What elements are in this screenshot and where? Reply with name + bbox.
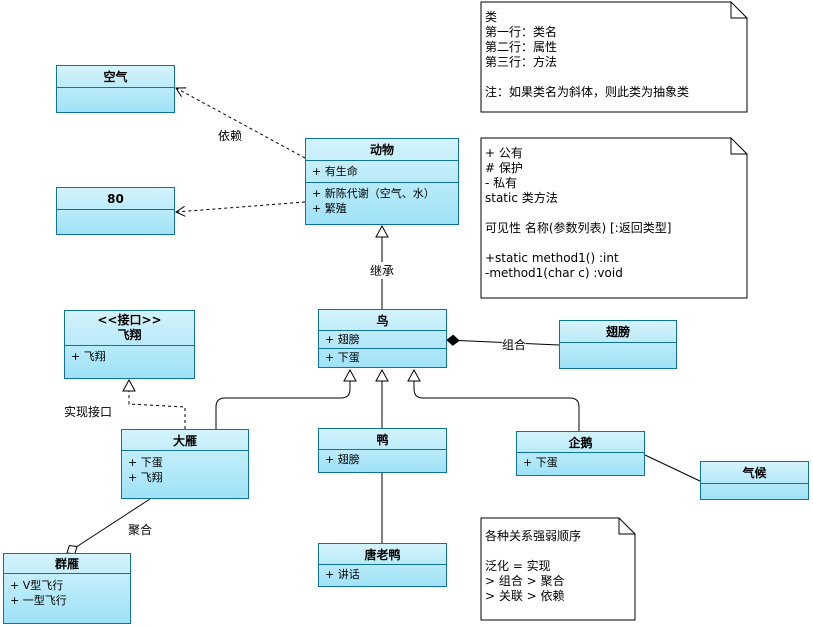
method: + 飞翔 [128,471,163,484]
method: + 下蛋 [523,456,558,469]
class-methods: + V型飞行 + 一型飞行 [4,574,130,608]
class-methods: + 下蛋 [319,349,446,366]
class-donald-duck[interactable]: 唐老鸭 + 讲话 [318,543,447,587]
class-climate[interactable]: 气候 [700,461,809,500]
association-line-penguin-climate [644,454,703,483]
class-flock[interactable]: 群雁 + V型飞行 + 一型飞行 [3,553,131,624]
class-methods: + 下蛋 [517,453,644,470]
attribute: + 翅膀 [325,333,360,346]
method: + 翅膀 [325,453,360,466]
class-name: 翅膀 [560,321,676,343]
note-strength-shape [480,517,636,621]
class-goose[interactable]: 大雁 + 下蛋 + 飞翔 [121,429,249,499]
method: + 一型飞行 [10,594,67,607]
class-bird[interactable]: 鸟 + 翅膀 + 下蛋 [318,309,447,368]
method: + 讲话 [325,568,360,581]
method: + 下蛋 [128,456,163,469]
class-80[interactable]: 80 [56,187,175,235]
class-name: 空气 [57,66,174,88]
class-wing[interactable]: 翅膀 [559,320,677,369]
note-visibility: + 公有 # 保护 - 私有 static 类方法 可见性 名称(参数列表) [… [485,146,672,280]
method: + 下蛋 [325,351,360,364]
class-name: 大雁 [122,430,248,451]
note-strength: 各种关系强弱顺序 泛化 = 实现 > 组合 > 聚合 > 关联 > 依赖 [485,529,582,603]
interface-name: 飞翔 [117,328,142,342]
interface-stereotype: <<接口>> [97,313,162,327]
method: + 繁殖 [312,202,347,215]
class-methods: + 下蛋 + 飞翔 [122,451,248,485]
label-inheritance: 继承 [370,262,395,279]
class-attributes: + 翅膀 [319,331,446,349]
note-visibility-shape [480,137,748,299]
class-name: 群雁 [4,554,130,574]
attribute: + 有生命 [312,165,358,178]
class-name: 唐老鸭 [319,544,446,565]
class-name: 鸟 [319,310,446,331]
note-legend-shape [480,1,748,113]
inheritance-line-penguin-bird [407,368,580,431]
label-aggregation: 聚合 [128,521,153,538]
class-name: 动物 [306,139,458,161]
class-methods: + 飞翔 [65,346,194,367]
class-name: 企鹅 [517,432,644,453]
label-composition: 组合 [502,336,527,353]
dependency-line-air [175,87,306,159]
class-methods: + 翅膀 [319,450,446,467]
note-legend: 类 第一行：类名 第二行：属性 第三行：方法 注：如果类名为斜体，则此类为抽象类 [485,10,690,99]
dependency-line-80 [174,201,306,217]
class-animal[interactable]: 动物 + 有生命 + 新陈代谢（空气、水） + 繁殖 [305,138,459,225]
class-methods: + 讲话 [319,565,446,582]
realization-line-goose-fly [122,378,186,429]
class-attributes: + 有生命 [306,161,458,183]
class-fly-interface[interactable]: <<接口>> 飞翔 + 飞翔 [64,310,195,379]
method: + V型飞行 [10,579,64,592]
inheritance-line-goose-bird [215,368,357,429]
method: + 飞翔 [71,350,106,363]
class-name: 鸭 [319,429,446,450]
method: + 新陈代谢（空气、水） [312,187,435,200]
class-penguin[interactable]: 企鹅 + 下蛋 [516,431,645,476]
aggregation-line-flock-goose [66,498,151,555]
class-methods: + 新陈代谢（空气、水） + 繁殖 [306,183,458,219]
class-name: <<接口>> 飞翔 [65,311,194,346]
class-name: 气候 [701,462,808,484]
label-dependency: 依赖 [218,127,243,144]
class-duck[interactable]: 鸭 + 翅膀 [318,428,447,473]
class-air[interactable]: 空气 [56,65,175,113]
class-name: 80 [57,188,174,210]
label-realization: 实现接口 [64,403,113,420]
